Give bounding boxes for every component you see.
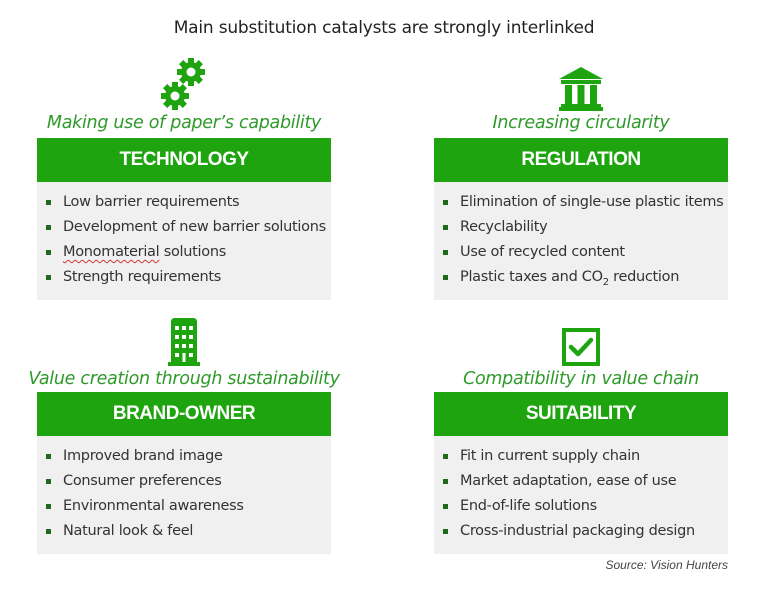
list-item: Development of new barrier solutions [46,215,331,240]
list-item: Strength requirements [46,265,331,290]
bullet-icon [443,250,448,255]
technology-list-box: Low barrier requirements Development of … [37,182,331,300]
brand-owner-subtitle: Value creation through sustainability [28,369,340,389]
bullet-icon [46,225,51,230]
suitability-list: Fit in current supply chain Market adapt… [434,436,728,544]
list-item: Environmental awareness [46,494,331,519]
list-item: Consumer preferences [46,469,331,494]
suitability-header: SUITABILITY [434,392,728,436]
brand-owner-list: Improved brand image Consumer preference… [37,436,331,544]
bullet-icon [443,529,448,534]
technology-header: TECHNOLOGY [37,138,331,182]
list-item: Improved brand image [46,444,331,469]
gears-icon [161,58,205,110]
list-item: Use of recycled content [443,240,728,265]
quadrant-suitability: Compatibility in value chain SUITABILITY… [434,0,728,560]
quadrant-technology: Making use of paper’s capability TECHNOL… [37,0,331,300]
bullet-icon [46,200,51,205]
regulation-list-box: Elimination of single-use plastic items … [434,182,728,300]
brand-owner-list-box: Improved brand image Consumer preference… [37,436,331,554]
suitability-list-box: Fit in current supply chain Market adapt… [434,436,728,554]
bullet-icon [443,225,448,230]
bullet-icon [443,479,448,484]
source-caption: Source: Vision Hunters [605,558,728,572]
list-item: Low barrier requirements [46,190,331,215]
quadrant-brand-owner: Value creation through sustainability BR… [28,0,340,560]
list-item: Fit in current supply chain [443,444,728,469]
office-building-icon [168,318,200,366]
bullet-icon [46,454,51,459]
bullet-icon [46,250,51,255]
regulation-subtitle: Increasing circularity [492,113,670,133]
bullet-icon [443,454,448,459]
list-item: Plastic taxes and CO2 reduction [443,265,728,295]
suitability-subtitle: Compatibility in value chain [463,369,699,389]
misspelled-word: Monomaterial [63,244,160,260]
regulation-header: REGULATION [434,138,728,182]
regulation-list: Elimination of single-use plastic items … [434,182,728,295]
list-item: Cross-industrial packaging design [443,519,728,544]
bullet-icon [46,504,51,509]
bullet-icon [443,504,448,509]
list-item: Recyclability [443,215,728,240]
technology-list: Low barrier requirements Development of … [37,182,331,290]
government-building-icon [559,67,603,111]
brand-owner-header: BRAND-OWNER [37,392,331,436]
checkbox-checked-icon [562,328,600,366]
technology-subtitle: Making use of paper’s capability [46,113,322,133]
list-item: Elimination of single-use plastic items [443,190,728,215]
bullet-icon [46,529,51,534]
bullet-icon [46,479,51,484]
quadrant-regulation: Increasing circularity REGULATION Elimin… [434,0,728,300]
list-item: Natural look & feel [46,519,331,544]
page-title: Main substitution catalysts are strongly… [173,18,595,38]
bullet-icon [46,275,51,280]
list-item: Monomaterial solutions [46,240,331,265]
list-item: Market adaptation, ease of use [443,469,728,494]
bullet-icon [443,275,448,280]
list-item: End-of-life solutions [443,494,728,519]
bullet-icon [443,200,448,205]
